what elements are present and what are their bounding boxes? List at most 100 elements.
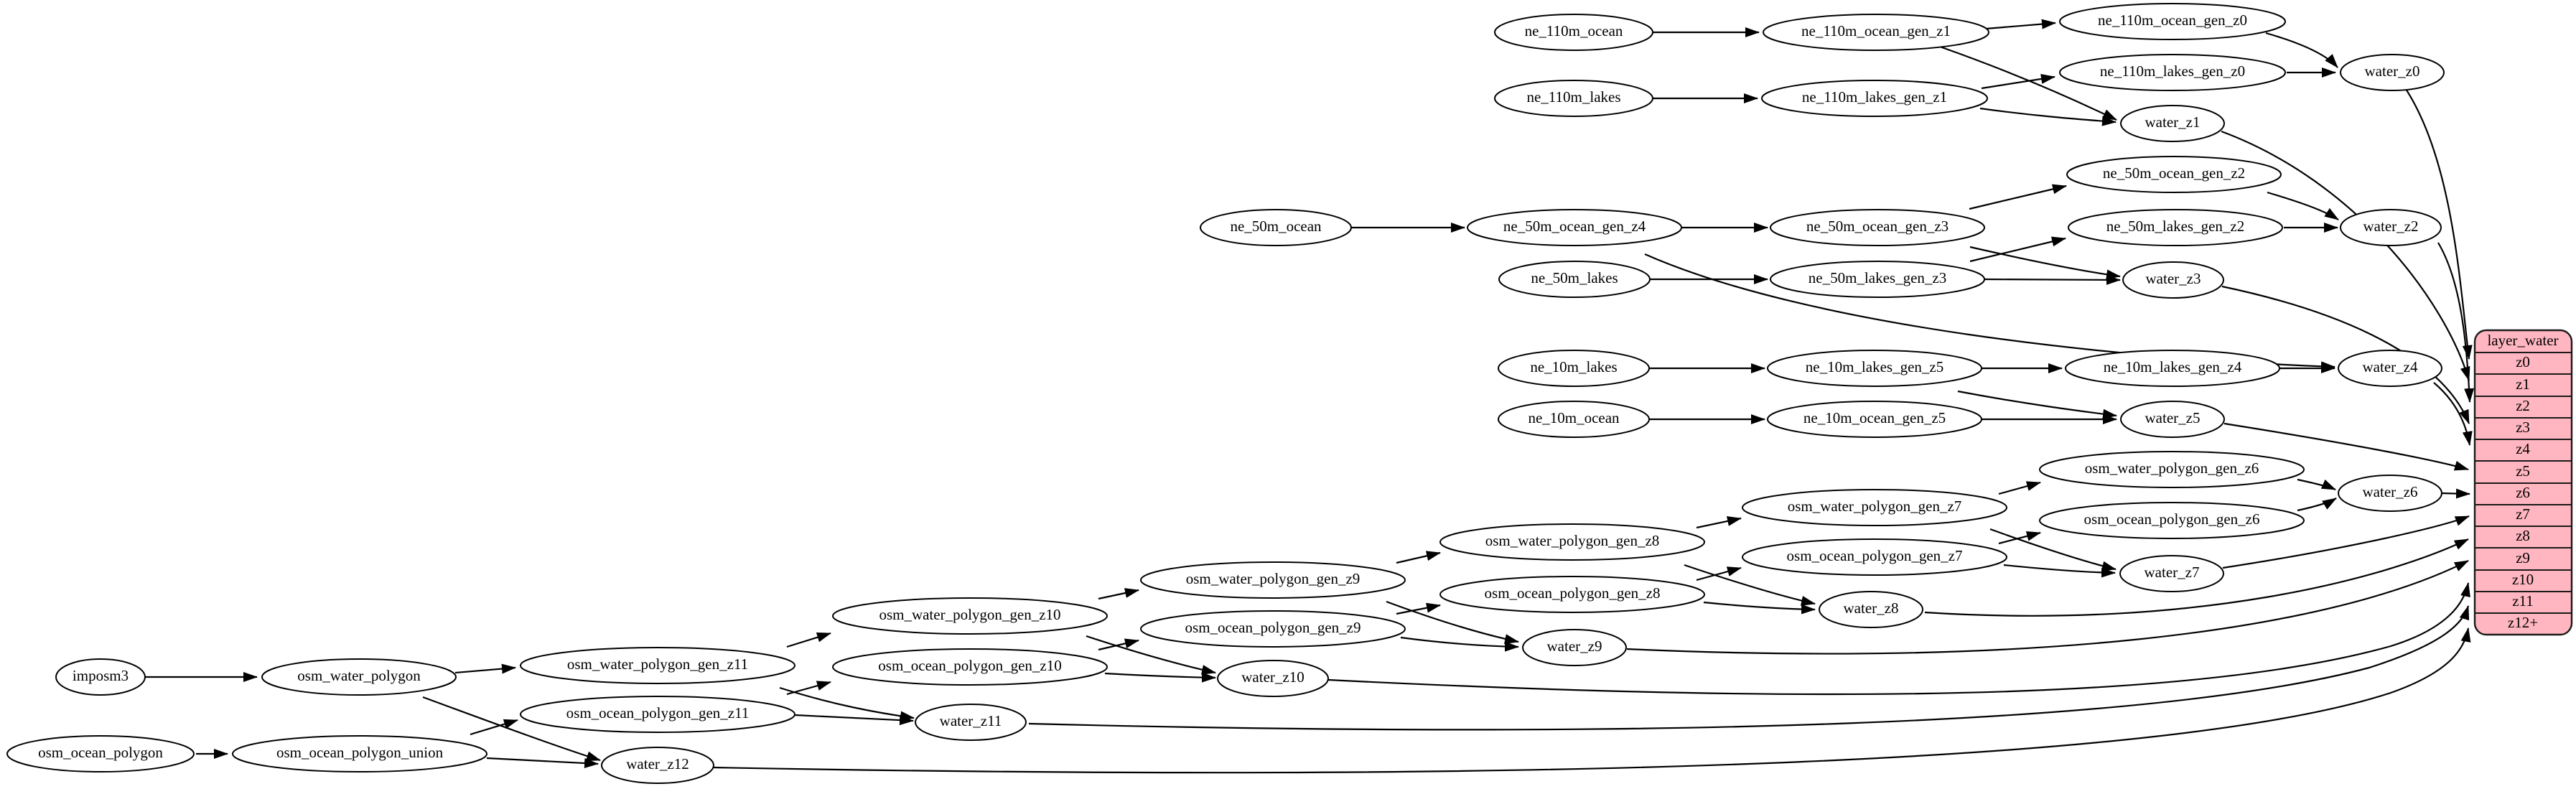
edge-osm_ocean_polygon_gen_z7-osm_ocean_polygon_gen_z6: [1998, 531, 2041, 545]
node-ne_110m_ocean-label: ne_110m_ocean: [1525, 22, 1623, 39]
node-water_z0-label: water_z0: [2365, 62, 2420, 80]
node-osm_water_polygon_gen_z6-label: osm_water_polygon_gen_z6: [2085, 459, 2259, 477]
node-water_z7-shape: [2119, 555, 2224, 592]
node-ne_50m_ocean_gen_z4: ne_50m_ocean_gen_z4: [1467, 209, 1682, 246]
node-osm_water_polygon_gen_z6-shape: [2039, 451, 2305, 488]
node-osm_ocean_polygon_gen_z11-shape: [520, 696, 795, 733]
node-osm_ocean_polygon_union-shape: [232, 735, 487, 772]
table-row-z5: z5: [2516, 462, 2530, 480]
node-osm_water_polygon_gen_z9-label: osm_water_polygon_gen_z9: [1186, 570, 1361, 587]
edge-osm_ocean_polygon_union-water_z12: [486, 757, 599, 769]
node-water_z6-label: water_z6: [2363, 483, 2418, 500]
node-water_z3-label: water_z3: [2146, 270, 2201, 287]
node-ne_10m_ocean_gen_z5-label: ne_10m_ocean_gen_z5: [1803, 409, 1946, 426]
node-ne_10m_ocean-label: ne_10m_ocean: [1528, 409, 1620, 426]
edge-osm_ocean_polygon_gen_z9-osm_ocean_polygon_gen_z8: [1396, 602, 1441, 615]
node-osm_ocean_polygon-shape: [6, 735, 195, 772]
node-water_z1-label: water_z1: [2145, 113, 2201, 131]
node-ne_50m_lakes_gen_z3-shape: [1770, 261, 1985, 298]
node-osm_water_polygon_gen_z8-shape: [1439, 523, 1705, 561]
node-ne_110m_lakes_gen_z0-label: ne_110m_lakes_gen_z0: [2100, 62, 2245, 80]
table-row-z7: z7: [2516, 505, 2530, 523]
node-ne_10m_ocean: ne_10m_ocean: [1498, 401, 1650, 438]
edge-water_z3-z3: [2221, 285, 2470, 424]
node-osm_water_polygon-shape: [261, 658, 457, 696]
node-water_z10-shape: [1217, 660, 1329, 697]
node-ne_10m_lakes_gen_z5-shape: [1767, 350, 1982, 387]
node-water_z9-shape: [1522, 629, 1627, 666]
table-row-z6: z6: [2516, 484, 2530, 501]
node-ne_10m_lakes-label: ne_10m_lakes: [1530, 358, 1617, 375]
edge-osm_water_polygon_gen_z10-osm_water_polygon_gen_z9: [1098, 588, 1139, 600]
node-ne_110m_lakes_gen_z0-shape: [2059, 54, 2286, 91]
node-water_z4: water_z4: [2338, 350, 2442, 387]
node-ne_50m_lakes_gen_z3: ne_50m_lakes_gen_z3: [1770, 261, 1985, 298]
node-imposm3-shape: [55, 658, 146, 696]
node-ne_50m_lakes_gen_z3-label: ne_50m_lakes_gen_z3: [1809, 269, 1946, 286]
node-ne_50m_lakes_gen_z2: ne_50m_lakes_gen_z2: [2068, 209, 2283, 246]
node-water_z6-shape: [2338, 475, 2442, 512]
edge-water_z7-z7: [2222, 515, 2470, 569]
edge-ne_50m_ocean_gen_z3-water_z3: [1969, 246, 2121, 280]
node-imposm3: imposm3: [55, 658, 146, 696]
edge-osm_ocean_polygon_gen_z10-osm_ocean_polygon_gen_z9: [1098, 638, 1139, 651]
node-osm_ocean_polygon_gen_z7-shape: [1742, 538, 2007, 576]
node-osm_water_polygon_gen_z8-label: osm_water_polygon_gen_z8: [1485, 532, 1660, 549]
edge-ne_110m_lakes_gen_z1-water_z1: [1979, 107, 2117, 126]
node-ne_110m_lakes_gen_z1-label: ne_110m_lakes_gen_z1: [1802, 88, 1947, 106]
edge-water_z4-z4: [2433, 382, 2473, 446]
node-ne_110m_ocean_gen_z0-shape: [2059, 3, 2286, 40]
edge-osm_ocean_polygon_gen_z6-water_z6: [2297, 498, 2337, 512]
node-ne_10m_ocean-shape: [1498, 401, 1650, 438]
node-water_z5: water_z5: [2120, 401, 2225, 438]
node-ne_50m_ocean_gen_z3-label: ne_50m_ocean_gen_z3: [1806, 218, 1949, 235]
edge-osm_ocean_polygon_gen_z11-water_z11: [794, 714, 914, 726]
node-ne_10m_ocean_gen_z5-shape: [1767, 401, 1982, 438]
node-water_z5-label: water_z5: [2145, 409, 2201, 426]
node-ne_50m_ocean_gen_z4-label: ne_50m_ocean_gen_z4: [1503, 218, 1646, 235]
edge-water_z9-z9: [1626, 560, 2469, 655]
node-water_z1-shape: [2120, 105, 2225, 142]
edge-ne_110m_ocean_gen_z1-ne_110m_ocean_gen_z0: [1985, 19, 2056, 30]
edge-water_z11-z11: [1028, 605, 2470, 731]
table-row-z3: z3: [2516, 419, 2530, 436]
edge-water_z2-z2: [2437, 242, 2475, 403]
node-osm_ocean_polygon_gen_z9-shape: [1140, 610, 1406, 648]
node-ne_110m_ocean_gen_z1-shape: [1763, 14, 1989, 51]
node-osm_water_polygon_gen_z11-label: osm_water_polygon_gen_z11: [567, 655, 748, 673]
node-osm_water_polygon_gen_z10: osm_water_polygon_gen_z10: [832, 597, 1108, 635]
edge-ne_50m_ocean_gen_z2-water_z2: [2267, 191, 2339, 220]
node-water_z7: water_z7: [2119, 555, 2224, 592]
edge-ne_50m_ocean_gen_z3-ne_50m_ocean_gen_z2: [1969, 184, 2067, 210]
node-ne_110m_ocean_gen_z1-label: ne_110m_ocean_gen_z1: [1801, 22, 1951, 39]
node-osm_ocean_polygon_gen_z8: osm_ocean_polygon_gen_z8: [1439, 576, 1705, 613]
node-ne_10m_lakes_gen_z5-label: ne_10m_lakes_gen_z5: [1806, 358, 1943, 375]
node-water_z7-label: water_z7: [2145, 564, 2200, 581]
edge-water_z8-z8: [1924, 538, 2469, 617]
edge-ne_50m_lakes_gen_z3-water_z3: [1984, 274, 2121, 285]
edge-ne_110m_ocean_gen_z1-water_z1: [1939, 45, 2117, 121]
node-osm_water_polygon_gen_z8: osm_water_polygon_gen_z8: [1439, 523, 1705, 561]
node-ne_50m_lakes: ne_50m_lakes: [1498, 261, 1651, 298]
node-ne_10m_ocean_gen_z5: ne_10m_ocean_gen_z5: [1767, 401, 1982, 438]
node-water_z0-shape: [2340, 54, 2445, 91]
edge-osm_ocean_polygon_gen_z7-water_z7: [2003, 564, 2116, 578]
node-osm_water_polygon_gen_z9: osm_water_polygon_gen_z9: [1140, 561, 1406, 599]
node-osm_water_polygon_gen_z9-shape: [1140, 561, 1406, 599]
node-ne_10m_lakes_gen_z5: ne_10m_lakes_gen_z5: [1767, 350, 1982, 387]
node-ne_50m_ocean: ne_50m_ocean: [1200, 209, 1352, 246]
table-row-z8: z8: [2516, 527, 2530, 544]
node-ne_50m_ocean-shape: [1200, 209, 1352, 246]
node-ne_50m_lakes-shape: [1498, 261, 1651, 298]
node-water_z9: water_z9: [1522, 629, 1627, 666]
edge-osm_water_polygon_gen_z11-water_z11: [779, 686, 915, 722]
node-water_z11-label: water_z11: [940, 712, 1002, 729]
node-water_z9-label: water_z9: [1547, 638, 1602, 655]
node-water_z12-label: water_z12: [626, 755, 689, 772]
edge-water_z0-z0: [2405, 88, 2473, 360]
node-ne_110m_lakes: ne_110m_lakes: [1494, 80, 1653, 117]
table-row-z11: z11: [2512, 592, 2534, 610]
node-water_z2: water_z2: [2340, 209, 2442, 246]
node-ne_10m_lakes_gen_z4-shape: [2065, 350, 2280, 387]
